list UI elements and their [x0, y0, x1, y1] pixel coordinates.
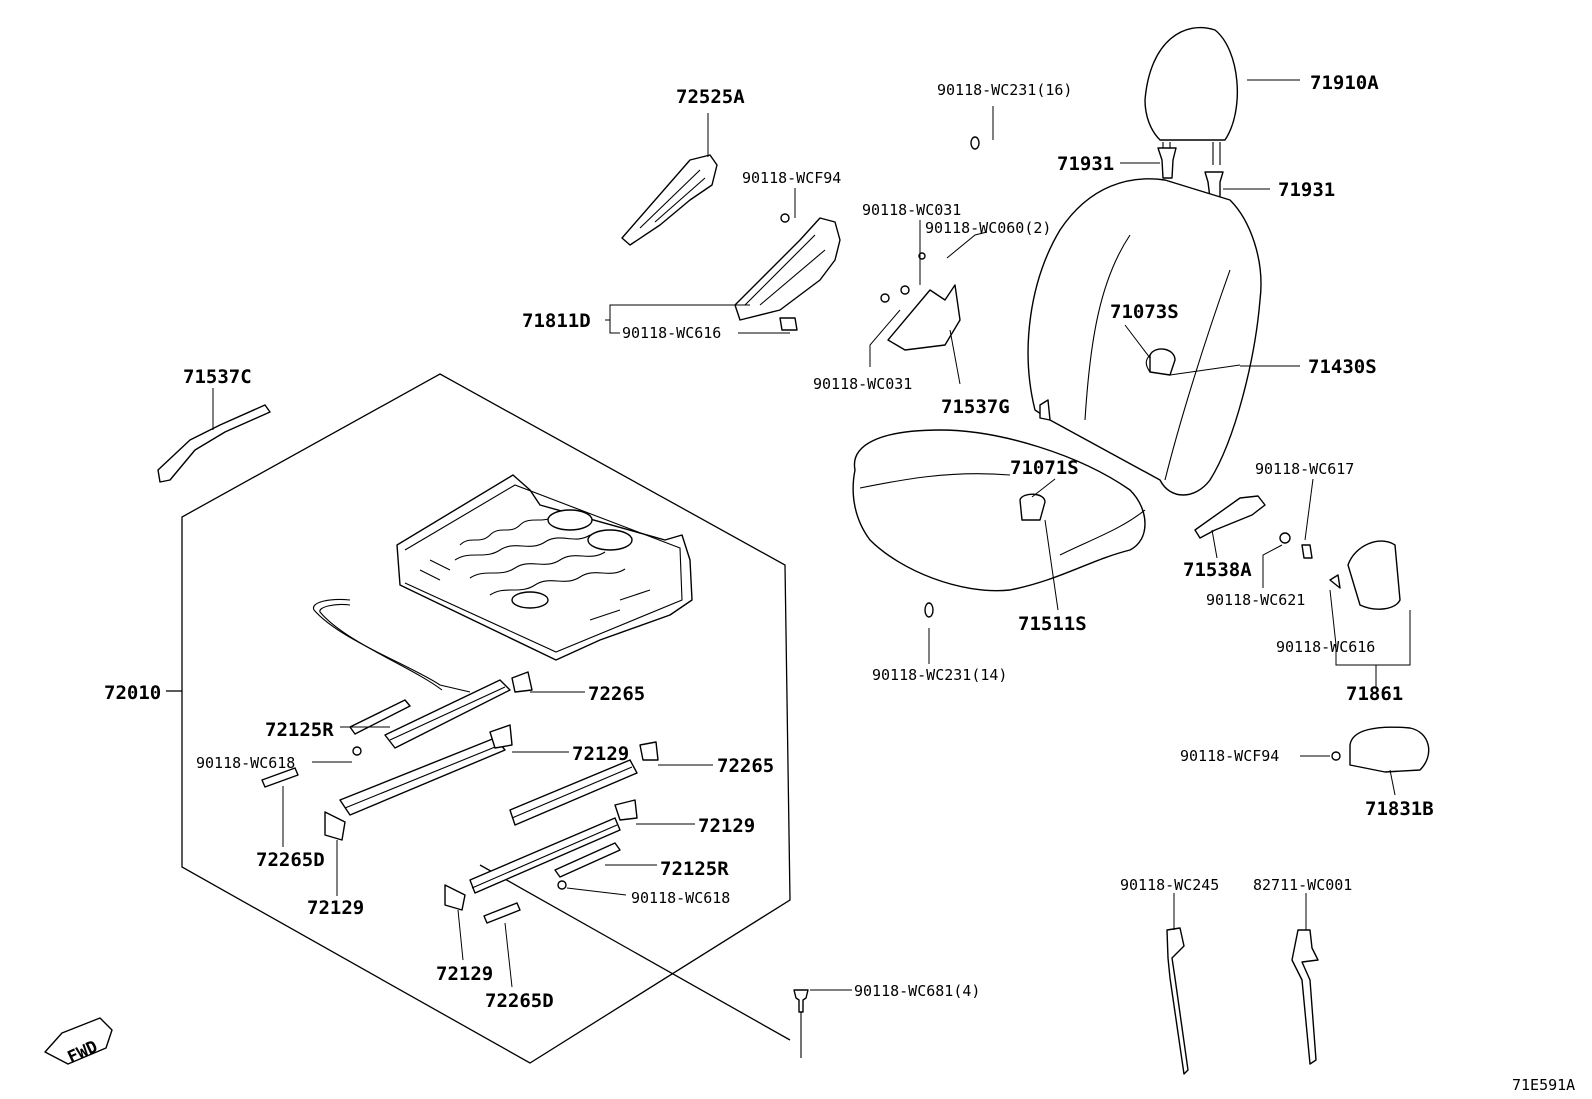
recliner-hinge-71811D	[734, 217, 841, 321]
bracket-71537G	[887, 284, 961, 351]
label-71931-b: 71931	[1278, 179, 1335, 201]
label-82711-WC001: 82711-WC001	[1253, 876, 1352, 894]
seatback-cover	[1027, 178, 1262, 496]
label-72129-d: 72129	[436, 963, 493, 985]
label-90118-WC618-b: 90118-WC618	[631, 889, 730, 907]
label-90118-WCF94-r: 90118-WCF94	[1180, 747, 1279, 765]
seat-rails	[339, 679, 638, 894]
label-71811D: 71811D	[522, 310, 591, 332]
label-90118-WC618-a: 90118-WC618	[196, 754, 295, 772]
seat-track-assembly-frame	[166, 373, 791, 1064]
label-72129-b: 72129	[698, 815, 755, 837]
clamp-82711-WC001	[1291, 929, 1319, 1065]
label-72129-a: 72129	[572, 743, 629, 765]
bracket-71538A	[1194, 495, 1266, 539]
label-71931-a: 71931	[1057, 153, 1114, 175]
label-90118-WC681: 90118-WC681(4)	[854, 982, 980, 1000]
part-labels: 72525A 90118-WCF94 71811D 90118-WC616 71…	[104, 72, 1575, 1094]
label-90118-WC231-16: 90118-WC231(16)	[937, 81, 1072, 99]
label-90118-WC617: 90118-WC617	[1255, 460, 1354, 478]
rail-small-parts	[261, 671, 659, 924]
label-72265-a: 72265	[588, 683, 645, 705]
label-72010: 72010	[104, 682, 161, 704]
label-71511S: 71511S	[1018, 613, 1087, 635]
label-90118-WCF94-top: 90118-WCF94	[742, 169, 841, 187]
diagram-code: 71E591A	[1512, 1076, 1575, 1094]
label-72525A: 72525A	[676, 86, 745, 108]
label-72129-c: 72129	[307, 897, 364, 919]
bolt-90118-WC681	[793, 989, 809, 1013]
cover-71831B	[1349, 726, 1430, 773]
label-90118-WC031-b: 90118-WC031	[813, 375, 912, 393]
label-71073S: 71073S	[1110, 301, 1179, 323]
label-71430S: 71430S	[1308, 356, 1377, 378]
label-72265D-b: 72265D	[485, 990, 554, 1012]
seat-cushion	[852, 429, 1146, 592]
label-71537C: 71537C	[183, 366, 252, 388]
label-71071S: 71071S	[1010, 457, 1079, 479]
headrest-71910A	[1144, 26, 1239, 165]
label-72265-b: 72265	[717, 755, 774, 777]
cushion-frame	[396, 474, 693, 661]
label-90118-WC060: 90118-WC060(2)	[925, 219, 1051, 237]
label-71910A: 71910A	[1310, 72, 1379, 94]
bracket-71537C	[157, 404, 271, 483]
label-71861: 71861	[1346, 683, 1403, 705]
label-72265D-a: 72265D	[256, 849, 325, 871]
leader-lines	[212, 79, 1411, 991]
label-72125R-a: 72125R	[265, 719, 334, 741]
label-71537G: 71537G	[941, 396, 1010, 418]
label-90118-WC231-14: 90118-WC231(14)	[872, 666, 1007, 684]
label-71831B: 71831B	[1365, 798, 1434, 820]
cover-71861	[1347, 540, 1401, 610]
cushion-wire	[313, 598, 471, 693]
label-90118-WC245: 90118-WC245	[1120, 876, 1219, 894]
label-90118-WC031-a: 90118-WC031	[862, 201, 961, 219]
label-90118-WC616-top: 90118-WC616	[622, 324, 721, 342]
cable-tie-90118-WC245	[1166, 927, 1189, 1075]
label-90118-WC621: 90118-WC621	[1206, 591, 1305, 609]
fwd-arrow-icon: FWD	[44, 1017, 113, 1068]
label-71538A: 71538A	[1183, 559, 1252, 581]
headrest-guide-left	[1157, 147, 1177, 179]
label-90118-WC616-r: 90118-WC616	[1276, 638, 1375, 656]
label-72125R-b: 72125R	[660, 858, 729, 880]
